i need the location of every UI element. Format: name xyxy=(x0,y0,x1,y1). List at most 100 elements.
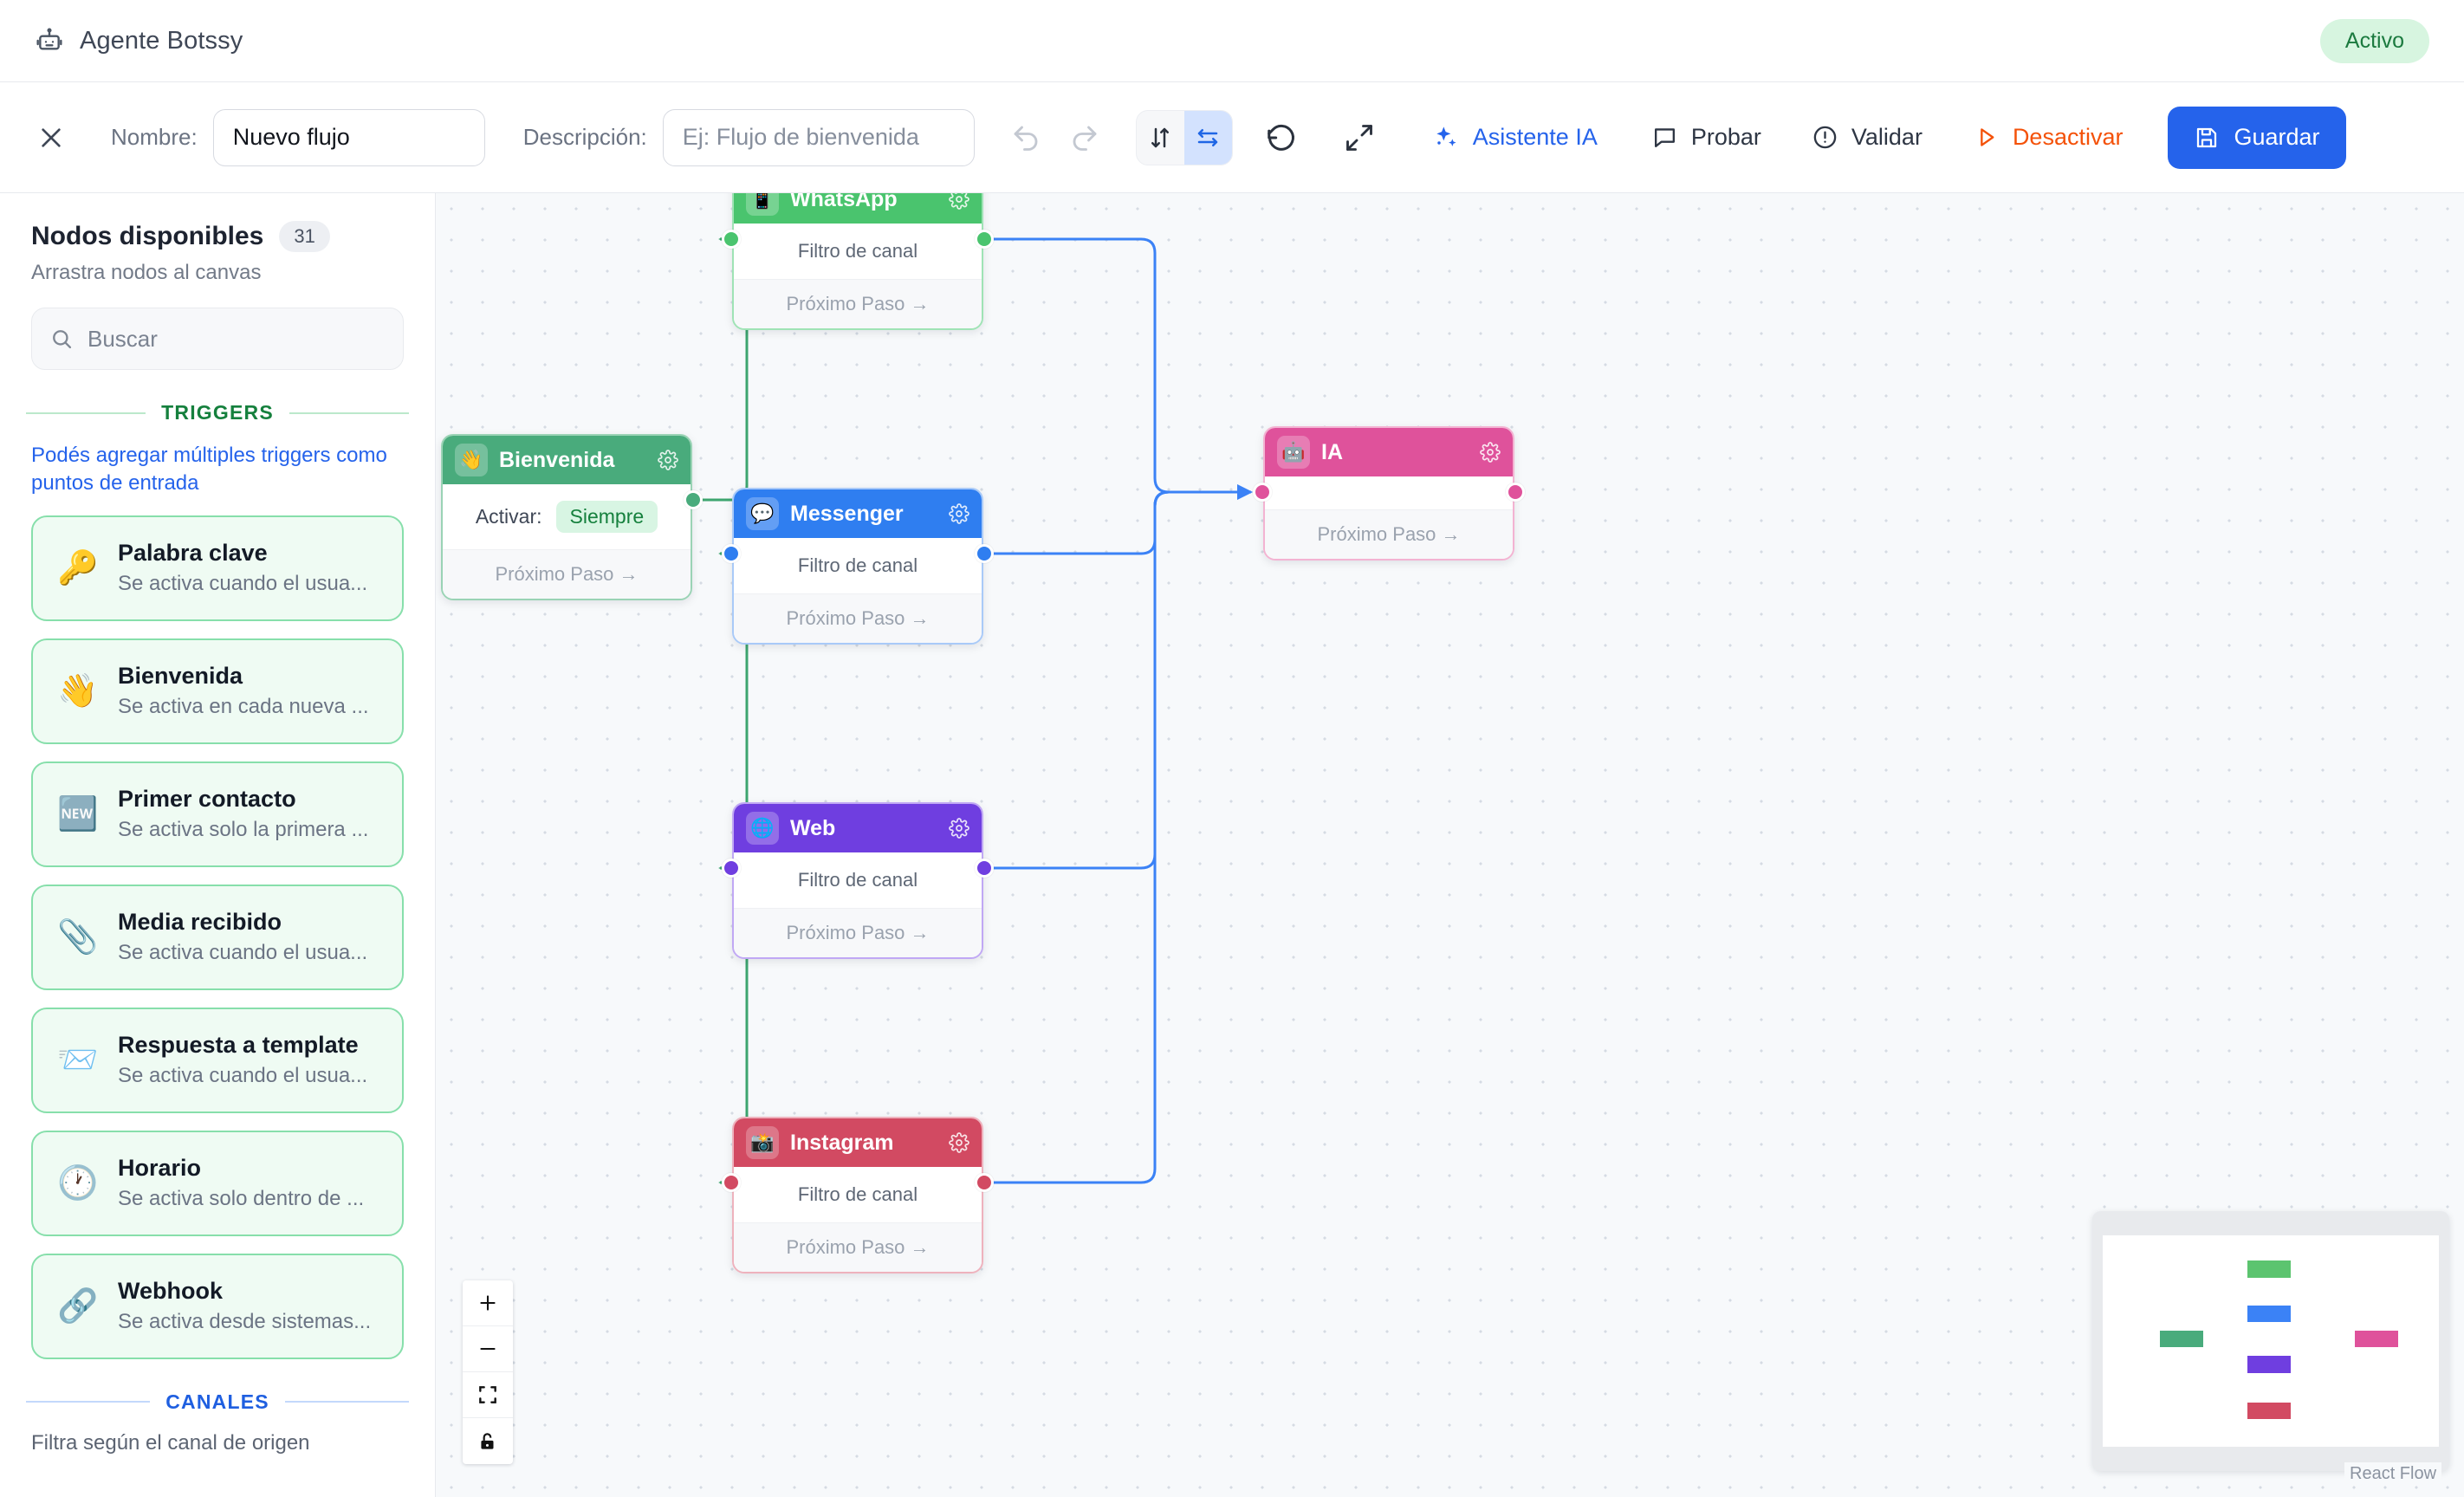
test-button[interactable]: Probar xyxy=(1651,124,1761,151)
available-nodes-count: 31 xyxy=(279,221,330,252)
validate-button[interactable]: Validar xyxy=(1812,124,1923,151)
node-next-step[interactable]: Próximo Paso → xyxy=(734,1222,982,1272)
globe-icon: 🌐 xyxy=(746,812,779,845)
divider-line-left xyxy=(26,1401,151,1403)
undo-icon[interactable] xyxy=(1004,116,1047,159)
unlock-icon[interactable] xyxy=(463,1418,513,1464)
flow-description-label: Descripción: xyxy=(522,124,647,150)
zoom-out-button[interactable] xyxy=(463,1326,513,1372)
node-title: Bienvenida xyxy=(499,447,615,472)
search-box[interactable] xyxy=(31,308,404,370)
layout-horizontal-icon[interactable] xyxy=(1183,110,1232,165)
palette-node-desc: Se activa cuando el usua... xyxy=(118,941,368,965)
node-port-right[interactable] xyxy=(975,1173,994,1192)
node-next-step[interactable]: Próximo Paso → xyxy=(734,908,982,957)
palette-node-desc: Se activa solo la primera ... xyxy=(118,818,369,842)
save-button[interactable]: Guardar xyxy=(2168,106,2346,169)
node-port-left[interactable] xyxy=(722,230,741,249)
minimap-node xyxy=(2355,1330,2399,1348)
gear-icon[interactable] xyxy=(949,1132,969,1153)
flow-description-input[interactable] xyxy=(662,108,975,166)
node-next-step[interactable]: Próximo Paso → xyxy=(1265,509,1513,559)
minimap-node xyxy=(2247,1402,2292,1420)
node-port-left[interactable] xyxy=(722,859,741,878)
gear-icon[interactable] xyxy=(949,503,969,524)
palette-node-desc: Se activa en cada nueva ... xyxy=(118,695,369,719)
palette-node-desc: Se activa cuando el usua... xyxy=(118,1064,368,1088)
node-field-label: Activar: xyxy=(475,505,542,528)
minimap-node xyxy=(2247,1260,2292,1278)
ai-assistant-button[interactable]: Asistente IA xyxy=(1432,124,1598,152)
gear-icon[interactable] xyxy=(949,193,969,210)
node-port-left[interactable] xyxy=(722,544,741,563)
flow-edge[interactable] xyxy=(983,484,1253,1184)
sidebar-subtitle: Arrastra nodos al canvas xyxy=(31,261,262,284)
node-port-right[interactable] xyxy=(684,490,703,509)
node-body-text: Filtro de canal xyxy=(734,224,982,279)
redo-icon[interactable] xyxy=(1063,116,1106,159)
sidebar-header: Nodos disponibles 31 xyxy=(0,193,435,252)
node-field-value: Siempre xyxy=(555,501,658,533)
node-next-step[interactable]: Próximo Paso → xyxy=(734,593,982,643)
node-port-right[interactable] xyxy=(975,230,994,249)
phone-icon: 📱 xyxy=(746,193,779,216)
gear-icon[interactable] xyxy=(658,450,678,470)
key-icon: 🔑 xyxy=(57,549,99,586)
node-header: 📸Instagram xyxy=(734,1118,982,1167)
search-input[interactable] xyxy=(88,325,386,353)
canvas-minimap[interactable] xyxy=(2092,1211,2449,1471)
gear-icon[interactable] xyxy=(1480,442,1501,463)
undo-redo-group xyxy=(1004,116,1106,159)
clock-icon: 🕐 xyxy=(57,1164,99,1202)
wave-hand-icon: 👋 xyxy=(57,672,99,710)
flow-name-input[interactable] xyxy=(212,108,485,166)
node-port-right[interactable] xyxy=(975,544,994,563)
fit-view-button[interactable] xyxy=(463,1372,513,1418)
node-next-step[interactable]: Próximo Paso → xyxy=(734,279,982,328)
deactivate-button[interactable]: Desactivar xyxy=(1973,124,2124,151)
node-header: 💬Messenger xyxy=(734,489,982,538)
close-icon[interactable] xyxy=(31,118,71,158)
node-port-right[interactable] xyxy=(1506,483,1525,502)
zoom-in-button[interactable] xyxy=(463,1280,513,1326)
node-port-left[interactable] xyxy=(722,1173,741,1192)
section-divider-triggers: TRIGGERS xyxy=(26,401,410,424)
flow-edge[interactable] xyxy=(983,237,1253,500)
node-next-step[interactable]: Próximo Paso → xyxy=(443,549,691,599)
deactivate-label: Desactivar xyxy=(2012,124,2124,150)
floppy-disk-icon xyxy=(2194,125,2220,151)
node-title: Messenger xyxy=(790,501,904,526)
ai-assistant-label: Asistente IA xyxy=(1472,124,1598,150)
reset-rotate-icon[interactable] xyxy=(1259,115,1304,160)
page-title: Agente Botssy xyxy=(80,26,243,55)
layout-vertical-icon[interactable] xyxy=(1137,111,1184,165)
wave-hand-icon: 👋 xyxy=(455,444,488,476)
node-port-right[interactable] xyxy=(975,859,994,878)
node-title: Web xyxy=(790,815,836,840)
gear-icon[interactable] xyxy=(949,818,969,839)
expand-diagonal-icon[interactable] xyxy=(1337,115,1382,160)
flow-edge[interactable] xyxy=(983,484,1253,870)
node-port-left[interactable] xyxy=(1253,483,1272,502)
section-divider-canales: CANALES xyxy=(26,1390,410,1414)
minimap-node xyxy=(2247,1356,2292,1373)
robot-icon xyxy=(35,26,64,55)
sidebar-title: Nodos disponibles xyxy=(31,222,264,250)
search-icon xyxy=(49,327,74,351)
flow-edge[interactable] xyxy=(983,484,1253,555)
node-title: WhatsApp xyxy=(790,193,898,211)
